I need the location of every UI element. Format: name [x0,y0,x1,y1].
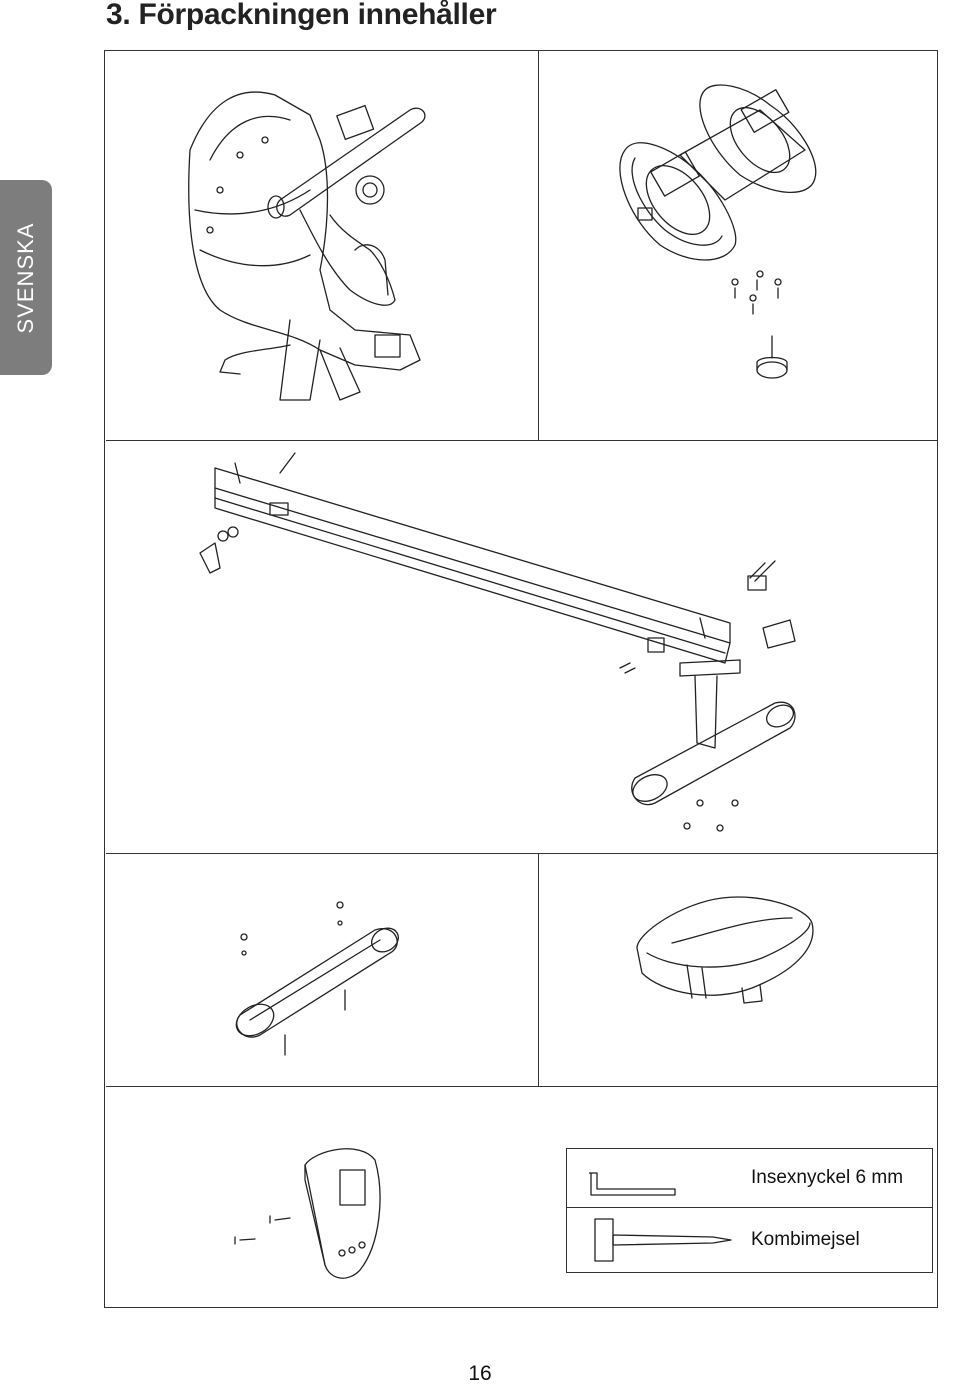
tool-label-allen-key: Insexnyckel 6 mm [751,1167,904,1188]
grid-divider-top [538,51,539,440]
language-tab: SVENSKA [0,180,52,375]
allen-key-icon [587,1171,677,1199]
seat-icon [632,893,822,1013]
tool-list-box: Insexnyckel 6 mm Kombimejsel [566,1148,933,1273]
grid-divider-row3 [106,1086,938,1087]
language-tab-label: SVENSKA [13,222,38,333]
tool-label-screwdriver: Kombimejsel [751,1229,860,1250]
rail-with-rear-stabilizer-icon [195,448,805,848]
page-number: 16 [468,1362,492,1385]
page-title: 3. Förpackningen innehåller [106,0,497,31]
parts-grid-frame [104,50,938,1308]
grid-divider-row2 [106,853,938,854]
rower-main-body-icon [180,80,450,410]
console-icon [230,1135,400,1285]
combination-screwdriver-icon [593,1217,733,1263]
front-stabilizer-icon [230,895,410,1065]
footrest-assembly-icon [610,70,840,390]
grid-divider-row1 [106,440,938,441]
grid-divider-middle [538,854,539,1086]
tool-list-divider [567,1207,932,1208]
